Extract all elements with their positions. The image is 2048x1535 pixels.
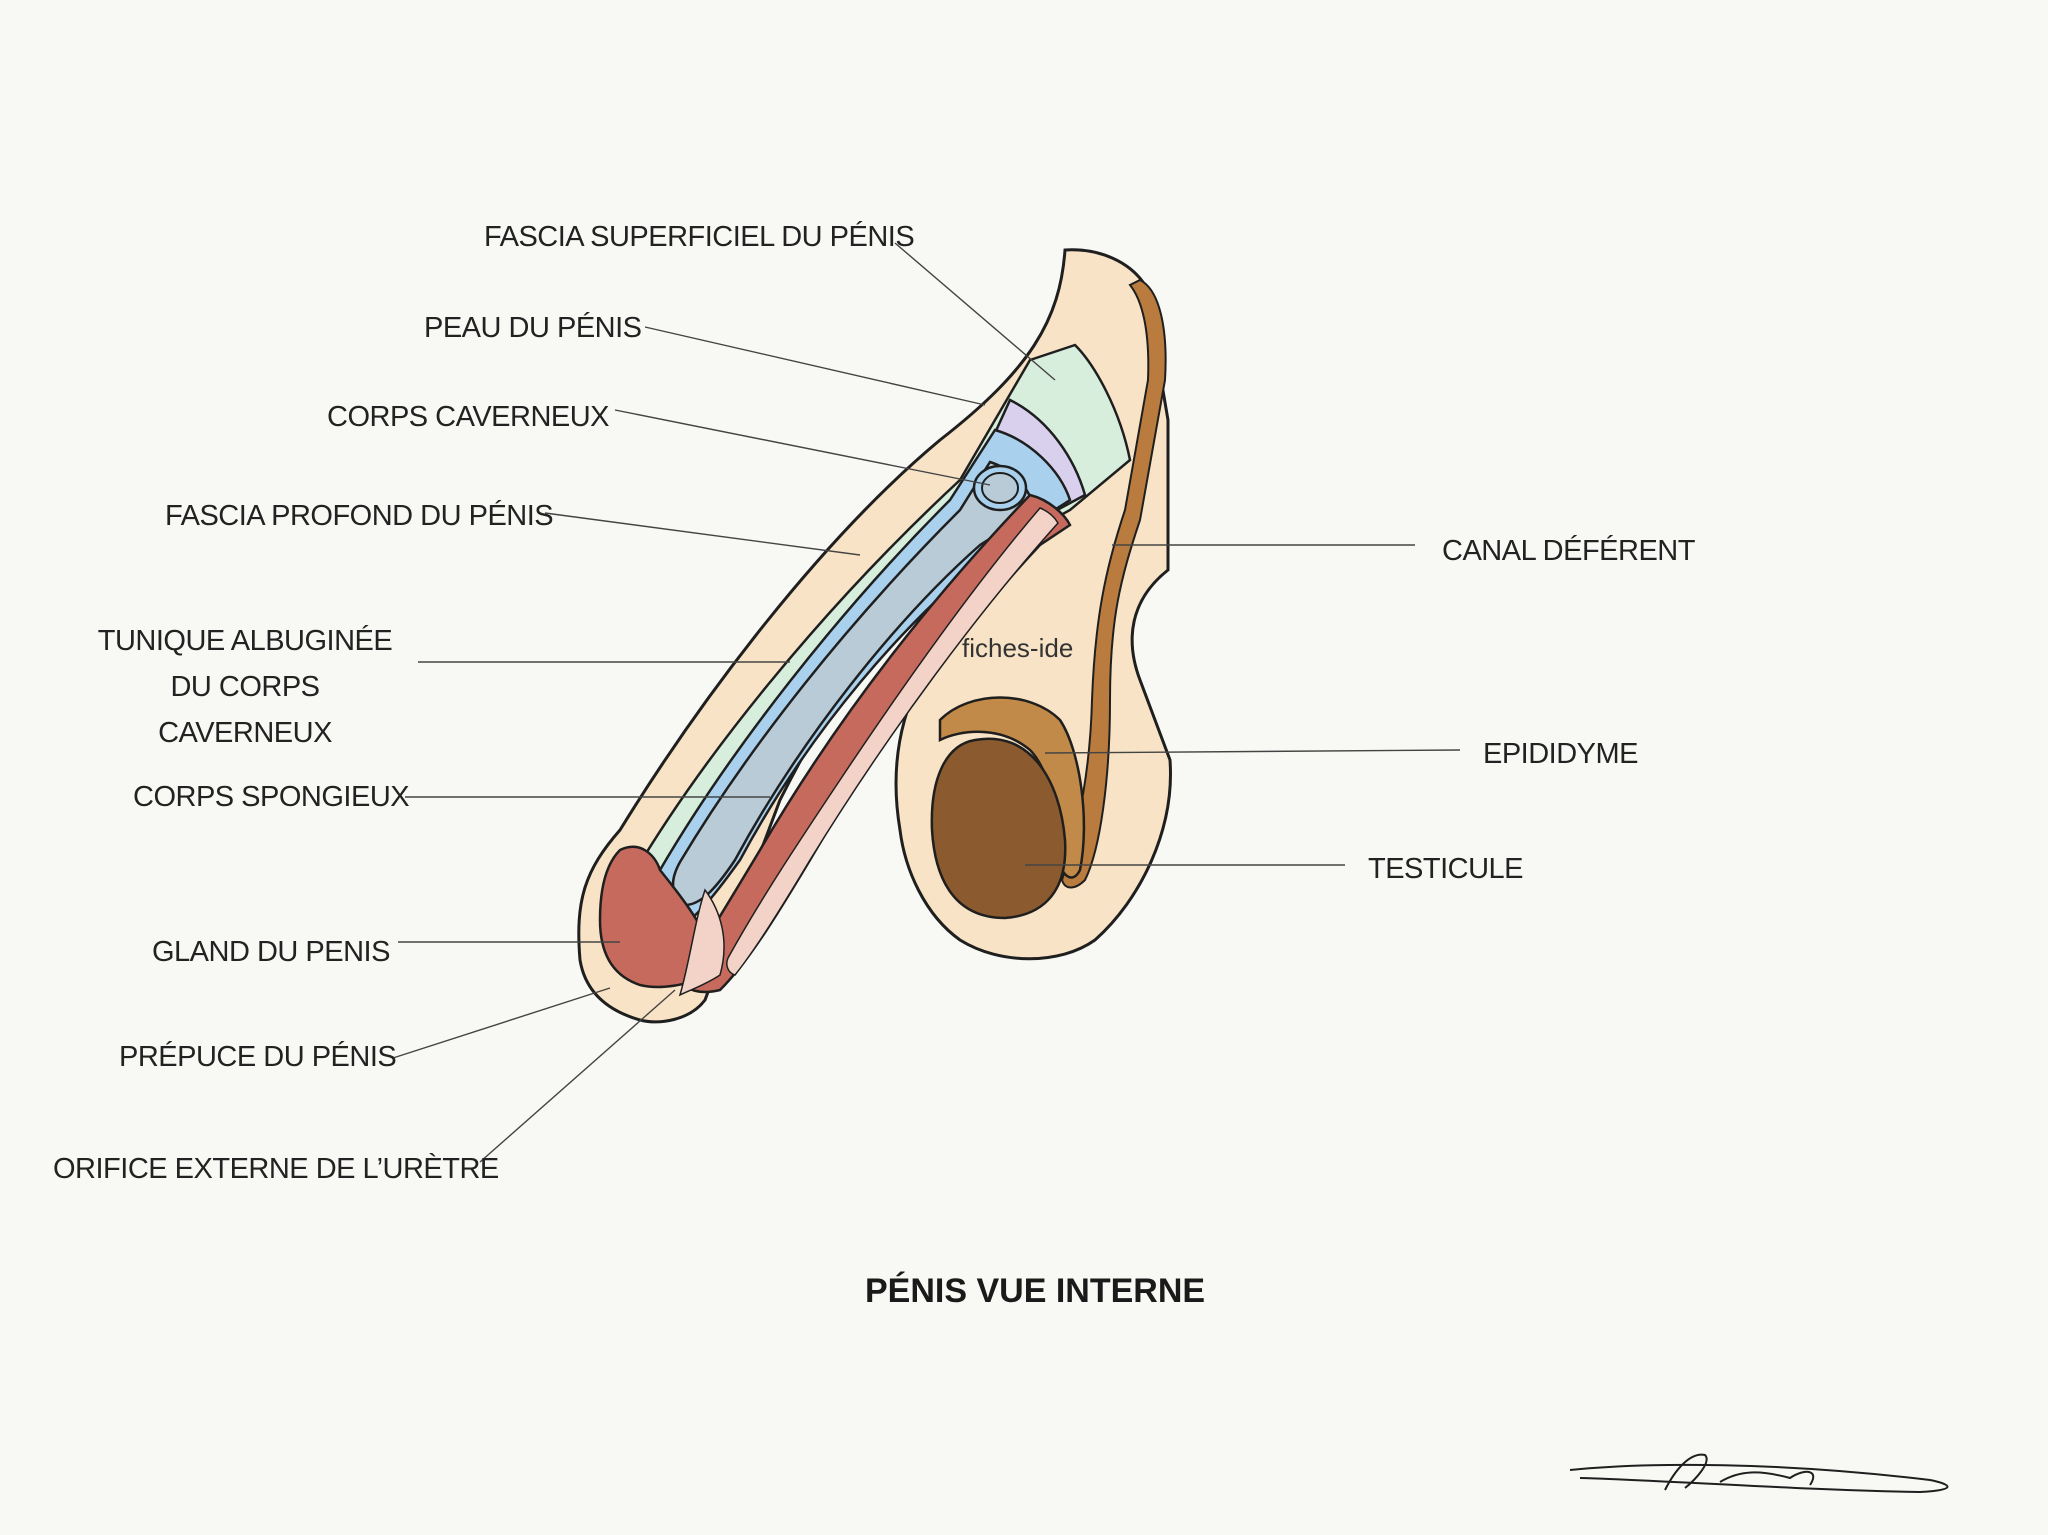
label-corps-caverneux: CORPS CAVERNEUX bbox=[327, 401, 610, 433]
prepuce-shape bbox=[678, 888, 725, 997]
label-canal-deferent: CANAL DÉFÉRENT bbox=[1442, 535, 1695, 567]
signature-mark bbox=[1569, 1453, 1949, 1494]
label-gland: GLAND DU PENIS bbox=[152, 936, 390, 968]
label-fascia-profond: FASCIA PROFOND DU PÉNIS bbox=[165, 500, 554, 532]
testicule-shape bbox=[930, 737, 1067, 920]
label-corps-spongieux: CORPS SPONGIEUX bbox=[133, 781, 410, 813]
gland-shape bbox=[598, 845, 712, 989]
leader-lines bbox=[392, 242, 1461, 1163]
watermark: fiches-ide bbox=[962, 633, 1074, 663]
label-tunique: TUNIQUE ALBUGINÉE DU CORPS CAVERNEUX bbox=[90, 618, 400, 756]
label-epididyme: EPIDIDYME bbox=[1483, 738, 1639, 770]
label-testicule: TESTICULE bbox=[1368, 853, 1524, 885]
diagram-title: PÉNIS VUE INTERNE bbox=[865, 1272, 1206, 1310]
label-tunique-line2: DU CORPS CAVERNEUX bbox=[158, 671, 332, 749]
label-peau: PEAU DU PÉNIS bbox=[424, 312, 642, 344]
uretre-shape bbox=[726, 507, 1059, 976]
label-fascia-superficiel: FASCIA SUPERFICIEL DU PÉNIS bbox=[484, 221, 915, 253]
epididyme-shape bbox=[938, 696, 1086, 879]
canal-deferent-shape bbox=[1060, 278, 1167, 889]
label-orifice: ORIFICE EXTERNE DE L’URÈTRE bbox=[53, 1153, 499, 1185]
label-prepuce: PRÉPUCE DU PÉNIS bbox=[119, 1041, 397, 1073]
label-tunique-line1: TUNIQUE ALBUGINÉE bbox=[97, 625, 393, 657]
